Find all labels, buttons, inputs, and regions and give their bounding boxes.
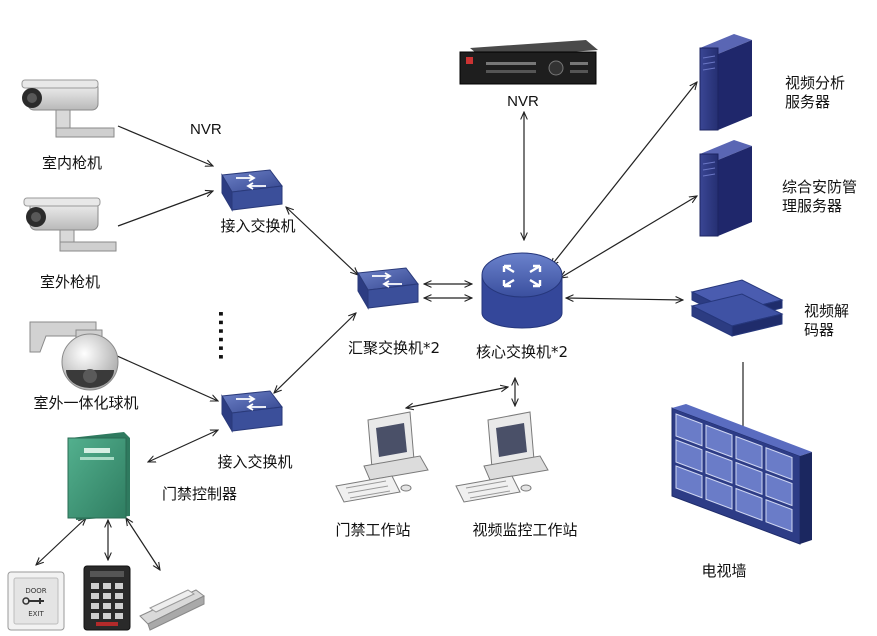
arrow-controller-switch (148, 430, 218, 462)
video-wall-screen (705, 476, 733, 510)
indoor-camera-icon (21, 79, 115, 138)
label-video-monitor-workstation: 视频监控工作站 (472, 521, 578, 539)
label-indoor-camera: 室内枪机 (41, 154, 103, 172)
label-access-switch-bottom: 接入交换机 (217, 453, 293, 471)
video-wall-screen (705, 424, 733, 458)
label-video-decoder-line1: 视频解 (804, 302, 850, 320)
keypad-reader-icon (83, 565, 131, 631)
video-wall-screen (675, 439, 703, 473)
exit-button-icon: DOOR EXIT (7, 571, 65, 631)
dome-camera-icon (29, 321, 119, 391)
arrow-core-mgmt-server (560, 196, 697, 278)
label-core-switch: 核心交换机*2 (475, 343, 569, 361)
video-wall-screen (705, 450, 733, 484)
label-access-switch-top: 接入交换机 (220, 217, 296, 235)
exit-button-text-door: DOOR (25, 587, 46, 595)
label-video-analysis-server-line1: 视频分析 (785, 74, 846, 92)
video-wall-screen (765, 499, 793, 533)
label-aggregation-switch: 汇聚交换机*2 (347, 339, 441, 357)
connection-arrows (36, 82, 743, 570)
exit-button-text-exit: EXIT (28, 610, 44, 618)
arrow-core-access-workstation (406, 387, 508, 408)
arrow-controller-exit-button (36, 518, 86, 565)
security-mgmt-server-icon (699, 140, 752, 237)
access-workstation-icon (335, 411, 429, 503)
label-video-decoder: 视频解 码器 (804, 302, 849, 340)
access-switch-bottom-icon (221, 390, 283, 433)
arrow-core-decoder (566, 298, 683, 300)
video-decoder-icon (690, 279, 784, 337)
label-security-mgmt-server-line2: 理服务器 (782, 197, 843, 215)
video-wall-screen (675, 413, 703, 447)
arrow-dome-switch (106, 351, 218, 401)
arrow-controller-lock (126, 518, 160, 570)
label-access-workstation: 门禁工作站 (335, 521, 411, 539)
arrow-indoor-to-switch (117, 125, 213, 166)
label-video-decoder-line2: 码器 (804, 321, 835, 339)
video-analysis-server-icon (699, 34, 752, 131)
video-wall-screen (735, 461, 763, 495)
arrow-outdoor-to-switch (117, 191, 213, 227)
video-wall-screen (675, 465, 703, 499)
core-switch-icon (481, 252, 563, 329)
label-video-analysis-server: 视频分析 服务器 (785, 74, 845, 112)
nvr-device-icon (459, 40, 598, 85)
label-ellipsis: ...... (214, 310, 238, 362)
video-wall-screen (765, 447, 793, 481)
video-wall-screen (735, 487, 763, 521)
label-video-analysis-server-line2: 服务器 (785, 93, 831, 111)
magnetic-lock-icon (139, 589, 205, 631)
label-security-mgmt-server: 综合安防管 理服务器 (782, 178, 857, 216)
label-nvr-top: NVR (507, 93, 539, 110)
video-wall-screen (765, 473, 793, 507)
arrow-core-analysis-server (551, 82, 697, 266)
access-switch-top-icon (221, 169, 283, 212)
label-dome-camera: 室外一体化球机 (33, 394, 139, 412)
outdoor-camera-icon (23, 197, 117, 252)
label-outdoor-camera: 室外枪机 (39, 273, 101, 291)
label-security-mgmt-server-line1: 综合安防管 (782, 178, 858, 196)
label-video-wall: 电视墙 (701, 562, 747, 580)
aggregation-switch-icon (357, 267, 419, 310)
access-controller-icon (67, 432, 130, 520)
video-wall-icon (671, 404, 812, 545)
arrow-switch-bottom-aggregation (274, 313, 356, 393)
arrow-switch-top-aggregation (286, 207, 358, 275)
video-wall-screen (735, 435, 763, 469)
video-monitor-workstation-icon (455, 411, 549, 503)
label-nvr-left: NVR (190, 121, 222, 138)
label-access-controller: 门禁控制器 (162, 485, 238, 503)
